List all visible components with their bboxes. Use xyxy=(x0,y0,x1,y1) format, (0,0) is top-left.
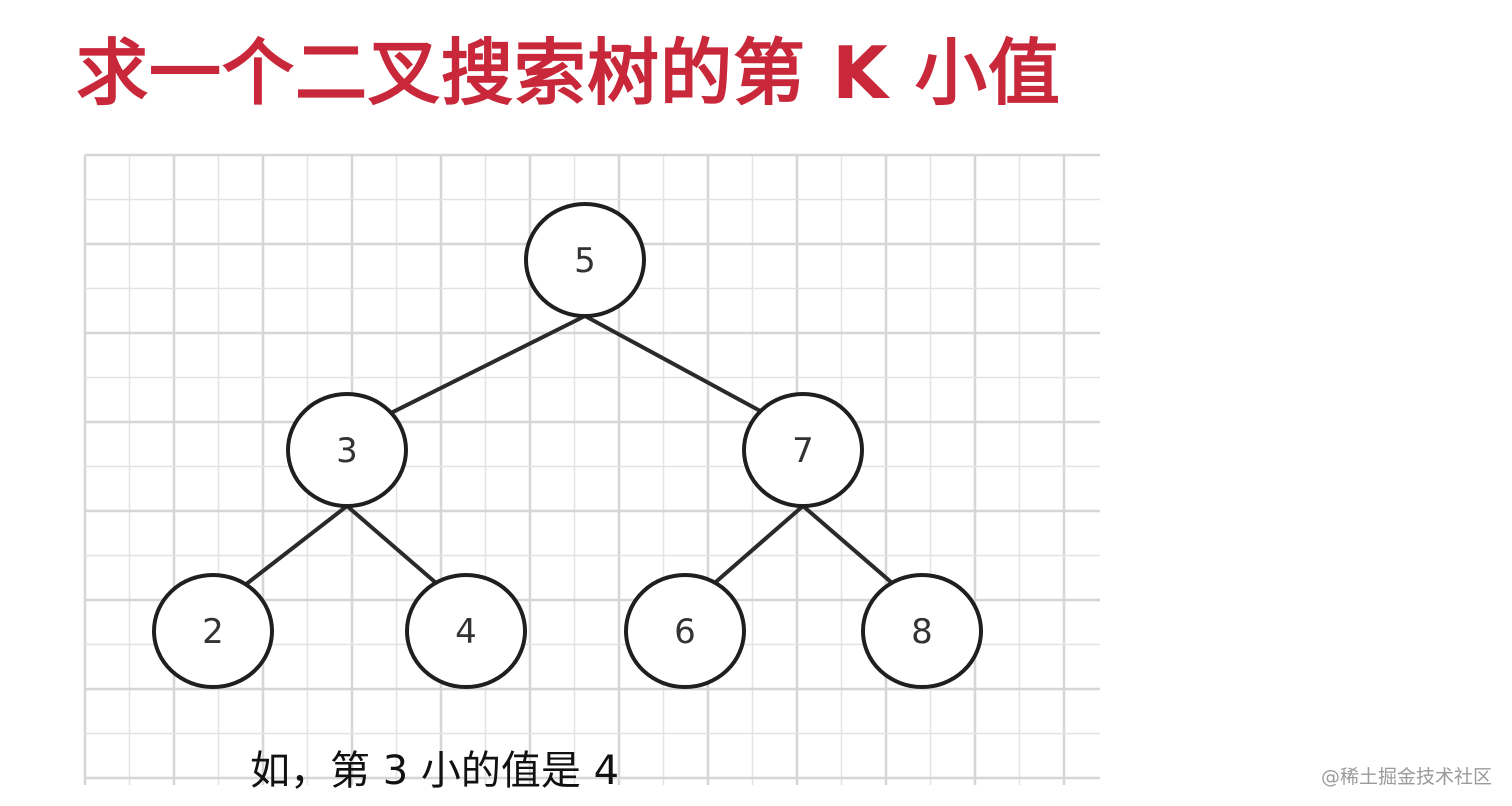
node-label: 7 xyxy=(792,431,814,471)
node-label: 5 xyxy=(574,241,596,281)
node-circle xyxy=(405,573,527,689)
tree-edges xyxy=(244,314,894,586)
node-circle xyxy=(286,392,408,508)
edge-n3-n2 xyxy=(244,504,349,586)
watermark: @稀土掘金技术社区 xyxy=(1320,766,1492,788)
example-caption: 如，第 3 小的值是 4 xyxy=(250,748,620,794)
node-label: 2 xyxy=(202,612,224,652)
node-circle xyxy=(742,392,864,508)
edge-n5-n3 xyxy=(388,314,587,416)
tree-node-5: 5 xyxy=(524,202,646,318)
node-circle xyxy=(152,573,274,689)
node-label: 6 xyxy=(674,612,696,652)
node-label: 4 xyxy=(455,612,477,652)
node-label: 8 xyxy=(911,612,933,652)
tree-nodes: 5 3 7 2 4 6 8 xyxy=(152,202,983,689)
edge-n7-n6 xyxy=(713,504,805,585)
slide-title: 求一个二叉搜索树的第 K 小值 xyxy=(76,31,1061,115)
tree-node-7: 7 xyxy=(742,392,864,508)
node-circle xyxy=(624,573,746,689)
tree-node-3: 3 xyxy=(286,392,408,508)
node-circle xyxy=(524,202,646,318)
edge-n5-n7 xyxy=(583,314,763,414)
edge-n3-n4 xyxy=(345,504,438,585)
tree-node-2: 2 xyxy=(152,573,274,689)
node-circle xyxy=(861,573,983,689)
tree-node-8: 8 xyxy=(861,573,983,689)
tree-node-4: 4 xyxy=(405,573,527,689)
tree-node-6: 6 xyxy=(624,573,746,689)
edge-n7-n8 xyxy=(801,504,894,585)
node-label: 3 xyxy=(336,431,358,471)
